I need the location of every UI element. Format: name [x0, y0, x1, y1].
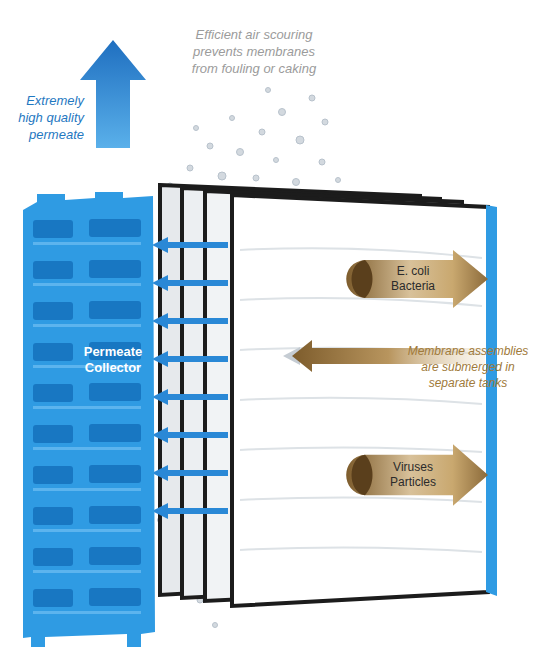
callout-note: Efficient air scouring prevents membrane…	[184, 26, 324, 77]
contaminant-label: E. coli Bacteria	[373, 264, 453, 294]
rejection-arrow: E. coli Bacteria	[335, 248, 490, 310]
rejection-arrow: Viruses Particles	[335, 442, 490, 508]
panel-edge-strip	[486, 205, 497, 596]
collector-label: Permeate Collector	[73, 344, 153, 376]
callout-note: Membrane assemblies are submerged in sep…	[398, 343, 538, 391]
callout-note: Extremely high quality permeate	[2, 92, 84, 143]
contaminant-label: Viruses Particles	[373, 460, 453, 490]
permeate-flow-arrows	[152, 237, 228, 519]
collector-frame	[15, 192, 160, 647]
permeate-collector: Permeate Collector	[15, 192, 160, 647]
permeate-up-arrow	[80, 40, 146, 148]
